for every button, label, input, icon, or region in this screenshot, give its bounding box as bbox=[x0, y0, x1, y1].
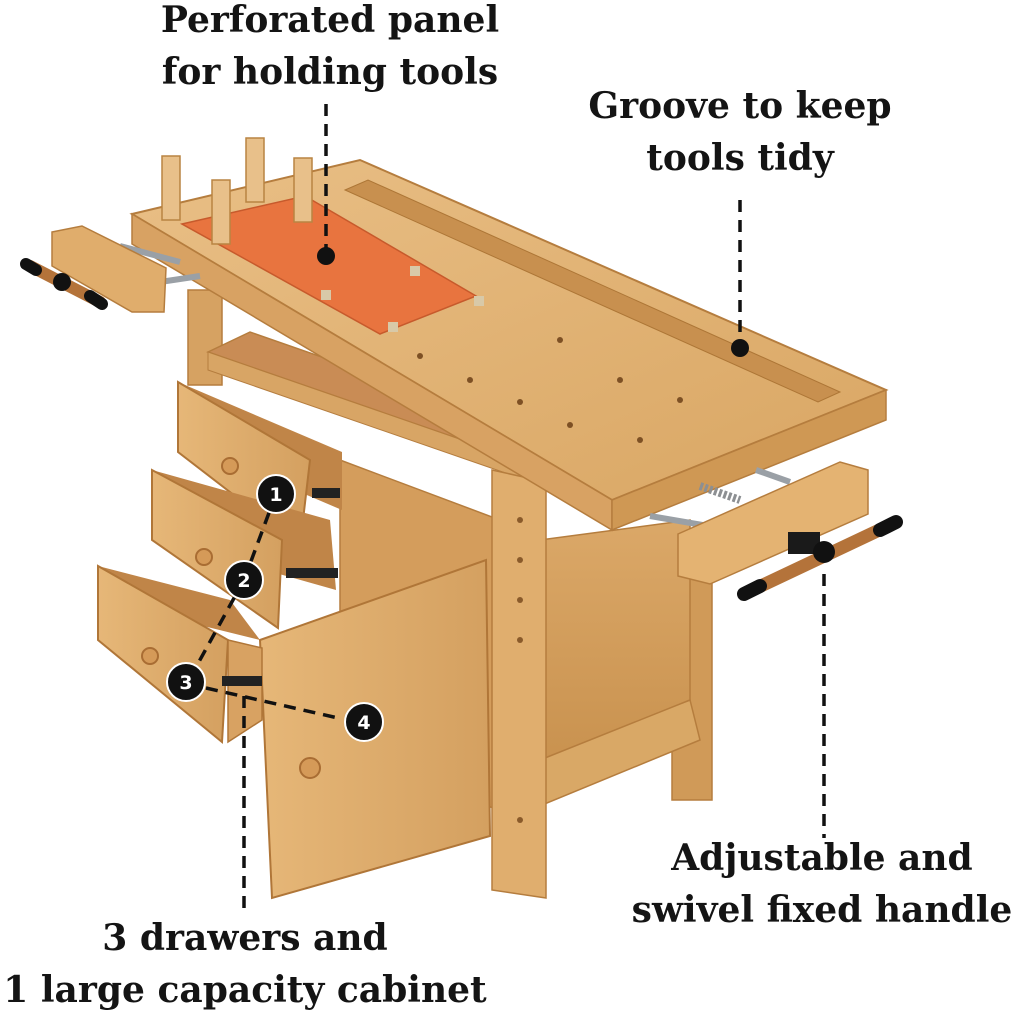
callout-line: 1 large capacity cabinet bbox=[3, 969, 487, 1012]
marker-4: 4 bbox=[344, 702, 384, 742]
callout-drawers-cabinet: 3 drawers and 1 large capacity cabinet bbox=[0, 912, 490, 1016]
marker-2: 2 bbox=[224, 560, 264, 600]
callout-line: 3 drawers and bbox=[102, 917, 388, 959]
callout-line: Perforated panel bbox=[160, 0, 500, 41]
callout-line: tools tidy bbox=[646, 137, 834, 180]
svg-text:1: 1 bbox=[269, 484, 282, 506]
callout-line: for holding tools bbox=[161, 51, 499, 94]
leader-lines bbox=[188, 104, 826, 908]
tool-pegs bbox=[161, 137, 313, 245]
callout-groove: Groove to keep tools tidy bbox=[580, 80, 900, 184]
svg-text:3: 3 bbox=[179, 672, 192, 694]
marker-1: 1 bbox=[256, 474, 296, 514]
right-vise bbox=[649, 461, 903, 601]
callout-line: Groove to keep bbox=[588, 85, 892, 127]
perforated-panel bbox=[179, 195, 484, 335]
marker-3: 3 bbox=[166, 662, 206, 702]
svg-text:2: 2 bbox=[237, 570, 250, 592]
callout-line: Adjustable and bbox=[671, 837, 973, 879]
callout-perforated-panel: Perforated panel for holding tools bbox=[150, 0, 510, 98]
front-leg bbox=[491, 469, 547, 899]
callout-handle: Adjustable and swivel fixed handle bbox=[620, 832, 1024, 936]
left-vise bbox=[20, 225, 201, 313]
callout-line: swivel fixed handle bbox=[631, 889, 1013, 932]
leader-dots bbox=[317, 247, 749, 357]
svg-text:4: 4 bbox=[357, 712, 370, 734]
